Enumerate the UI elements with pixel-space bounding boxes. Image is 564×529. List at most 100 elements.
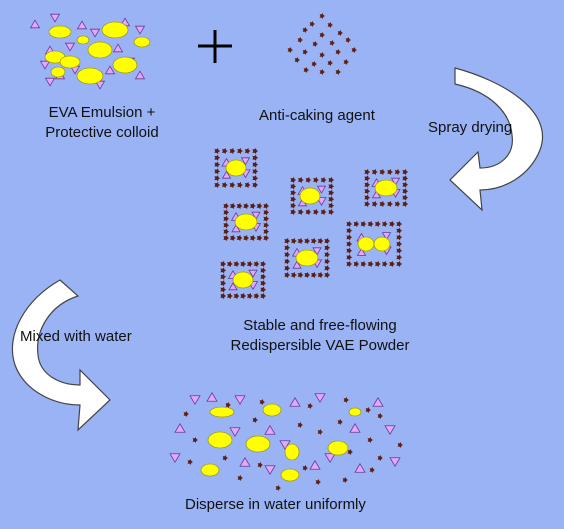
particle-shape xyxy=(317,429,323,435)
particle-shape xyxy=(372,201,378,207)
particle-icon xyxy=(243,203,250,209)
particle-icon xyxy=(377,455,383,461)
particle-icon xyxy=(275,485,281,491)
particle-shape xyxy=(377,413,383,419)
particle-icon xyxy=(259,399,265,405)
particle-icon xyxy=(305,209,312,215)
particle-shape xyxy=(253,293,260,299)
particle-shape xyxy=(240,293,247,299)
particle-shape xyxy=(243,203,250,209)
particle-shape xyxy=(394,201,401,207)
ellipse-icon xyxy=(280,468,300,482)
triangle-icon xyxy=(372,396,384,407)
particle-icon xyxy=(365,407,371,413)
particle-shape xyxy=(247,293,253,299)
particle-shape xyxy=(214,168,221,175)
ellipse-icon xyxy=(50,66,66,78)
particle-shape xyxy=(328,189,335,196)
particle-shape xyxy=(402,175,409,182)
particle-icon xyxy=(227,261,233,267)
particle-icon xyxy=(287,47,293,53)
particle-shape xyxy=(252,148,259,154)
particle-icon xyxy=(220,293,227,299)
particle-icon xyxy=(227,293,233,299)
ellipse-icon xyxy=(76,67,104,85)
ellipse-icon xyxy=(295,249,319,267)
particle-icon xyxy=(311,272,317,278)
triangle-icon xyxy=(384,425,396,436)
particle-shape xyxy=(346,241,353,247)
particle-icon xyxy=(307,403,313,409)
triangle-icon xyxy=(389,457,401,468)
particle-icon xyxy=(223,203,230,209)
particle-icon xyxy=(222,182,228,188)
particle-shape xyxy=(260,293,267,299)
particle-shape xyxy=(319,32,325,38)
particle-shape xyxy=(396,227,403,234)
particle-shape xyxy=(290,202,297,209)
ellipse-icon xyxy=(48,25,72,39)
particle-icon xyxy=(402,201,409,207)
powder-illustration xyxy=(214,148,409,299)
particle-shape xyxy=(233,261,240,267)
particle-shape xyxy=(367,221,374,227)
curved-arrow-icon xyxy=(449,67,543,212)
triangle-icon xyxy=(240,157,251,166)
particle-icon xyxy=(375,261,381,267)
particle-shape xyxy=(214,148,221,154)
particle-icon xyxy=(290,209,297,215)
triangle-icon xyxy=(309,459,321,470)
particle-shape xyxy=(396,241,403,247)
particle-icon xyxy=(317,238,324,244)
particle-shape xyxy=(302,465,308,471)
particle-shape xyxy=(223,222,230,229)
particle-shape xyxy=(342,477,348,483)
particle-shape xyxy=(346,254,353,261)
particle-icon xyxy=(319,13,325,19)
particle-icon xyxy=(377,413,383,419)
particle-icon xyxy=(389,261,396,267)
particle-icon xyxy=(312,41,318,47)
particle-icon xyxy=(236,203,243,209)
particle-icon xyxy=(229,182,236,188)
particle-shape xyxy=(229,148,236,154)
particle-shape xyxy=(319,69,325,75)
particle-shape xyxy=(227,261,233,267)
particle-shape xyxy=(365,407,371,413)
ellipse-icon xyxy=(112,56,138,74)
particle-shape xyxy=(360,261,367,267)
particle-icon xyxy=(214,168,221,175)
particle-shape xyxy=(324,258,331,265)
particle-shape xyxy=(364,188,371,195)
ellipse-icon xyxy=(200,463,220,477)
particle-shape xyxy=(223,235,230,241)
particle-icon xyxy=(244,148,251,154)
particle-shape xyxy=(346,247,353,254)
particle-shape xyxy=(372,169,378,175)
particle-shape xyxy=(236,235,243,241)
particle-shape xyxy=(379,169,386,175)
particle-shape xyxy=(290,196,297,203)
particle-icon xyxy=(346,261,353,267)
particle-shape xyxy=(389,261,396,267)
particle-shape xyxy=(214,175,221,182)
particle-icon xyxy=(214,154,221,161)
particle-icon xyxy=(335,49,341,55)
triangle-icon xyxy=(251,211,261,220)
particle-icon xyxy=(290,202,297,209)
particle-shape xyxy=(220,280,227,287)
particle-shape xyxy=(375,261,381,267)
ellipse-icon xyxy=(357,236,375,252)
particle-icon xyxy=(346,247,353,254)
dispersion-illustration xyxy=(169,391,403,491)
particle-icon xyxy=(291,272,297,278)
particle-shape xyxy=(335,49,341,55)
anticaking-label: Anti-caking agent xyxy=(259,107,375,124)
particle-shape xyxy=(396,247,403,254)
particle-icon xyxy=(382,261,388,267)
particle-icon xyxy=(317,272,324,278)
particle-shape xyxy=(247,261,253,267)
particle-shape xyxy=(237,182,243,188)
particle-shape xyxy=(259,399,265,405)
particle-shape xyxy=(328,183,335,190)
